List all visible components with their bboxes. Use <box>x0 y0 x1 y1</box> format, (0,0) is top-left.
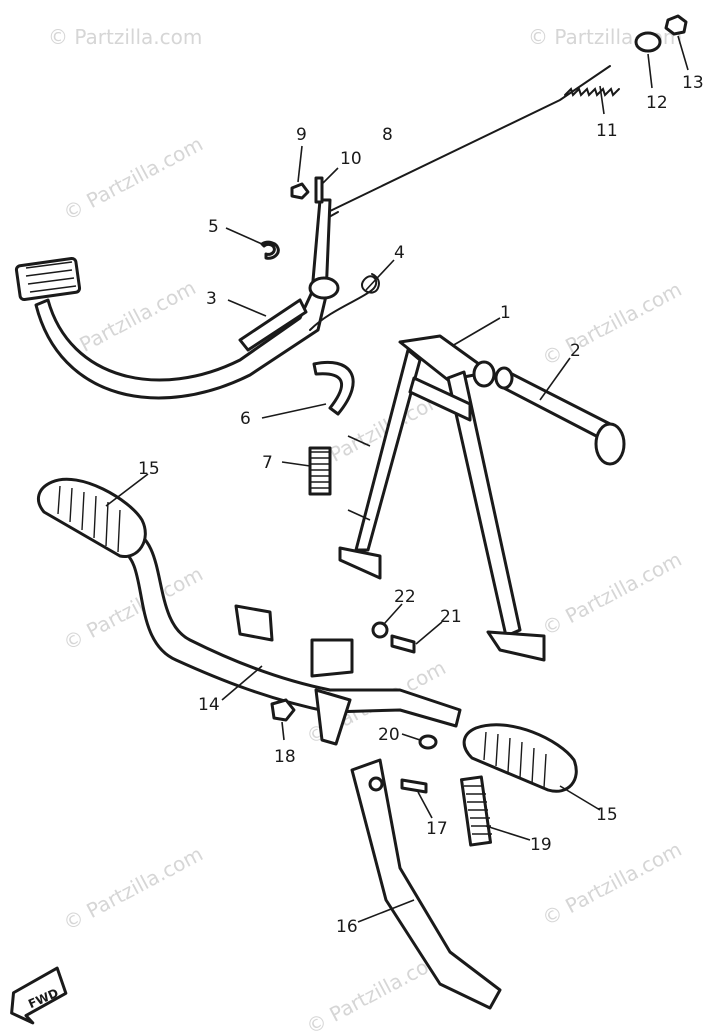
callout-5: 5 <box>208 217 219 237</box>
brake-rod-part-8 <box>319 65 611 223</box>
spring-bracket-part-6 <box>312 361 355 416</box>
callout-2: 2 <box>570 341 581 361</box>
main-stand-part-1 <box>338 334 546 662</box>
forward-direction-arrow-icon: FWD <box>10 966 68 1025</box>
clip-part-20 <box>418 734 438 750</box>
return-spring-part-4 <box>309 273 380 331</box>
callout-labels: 1 2 3 4 5 6 7 8 9 10 11 12 13 14 15 15 1… <box>138 73 704 937</box>
rod-spring-part-11 <box>564 87 620 97</box>
callout-3: 3 <box>206 289 217 309</box>
callout-1: 1 <box>500 303 511 323</box>
watermark: © Partzilla.com <box>59 842 207 936</box>
callout-17: 17 <box>426 819 448 839</box>
callout-15: 15 <box>138 459 160 479</box>
callout-8: 8 <box>382 125 393 145</box>
washer-part-22 <box>371 621 389 639</box>
nut-part-18 <box>270 698 296 722</box>
callout-22: 22 <box>394 587 416 607</box>
bolt-part-17 <box>400 778 428 794</box>
adjuster-nut-part-13 <box>664 14 688 36</box>
callout-20: 20 <box>378 725 400 745</box>
rod-adjuster-part-12 <box>634 31 662 53</box>
callout-4: 4 <box>394 243 405 263</box>
watermark: © Partzilla.com <box>538 277 686 371</box>
callout-9: 9 <box>296 125 307 145</box>
watermark: © Partzilla.com <box>48 25 202 49</box>
watermark: © Partzilla.com <box>538 837 686 931</box>
side-stand-spring-part-19 <box>460 775 492 847</box>
callout-19: 19 <box>530 835 552 855</box>
callout-18: 18 <box>274 747 296 767</box>
footrest-rubber-part-15 <box>462 723 578 793</box>
side-stand-part-16 <box>350 758 502 1010</box>
pivot-shaft-part-2 <box>494 366 626 466</box>
circlip-part-5 <box>260 240 280 260</box>
callout-13: 13 <box>682 73 704 93</box>
footrest-rubber-part-15 <box>36 477 147 558</box>
callout-11: 11 <box>596 121 618 141</box>
bolt-part-21 <box>390 634 416 654</box>
callout-15: 15 <box>596 805 618 825</box>
spring-guide-lines <box>347 435 371 521</box>
pin-part-10 <box>314 176 324 204</box>
brake-pedal-part-3 <box>14 198 340 400</box>
watermark: © Partzilla.com <box>538 547 686 641</box>
watermark: © Partzilla.com <box>59 132 207 226</box>
callout-12: 12 <box>646 93 668 113</box>
stand-spring-part-7 <box>308 446 332 496</box>
callout-21: 21 <box>440 607 462 627</box>
footrest-bar-part-14 <box>118 528 462 746</box>
callout-14: 14 <box>198 695 220 715</box>
leader-lines <box>105 35 689 923</box>
callout-7: 7 <box>262 453 273 473</box>
callout-16: 16 <box>336 917 358 937</box>
callout-10: 10 <box>340 149 362 169</box>
callout-6: 6 <box>240 409 251 429</box>
clip-part-9 <box>290 182 310 200</box>
